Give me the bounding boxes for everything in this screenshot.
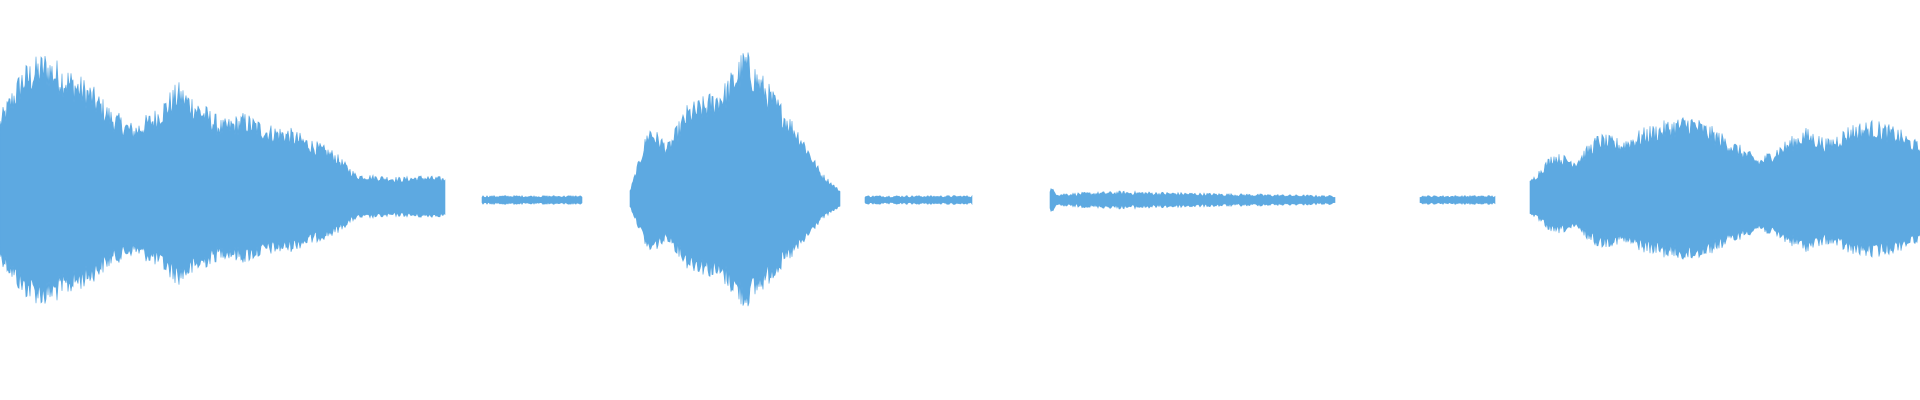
waveform-segment-5 bbox=[1049, 187, 1336, 213]
waveform-segment-7 bbox=[1529, 116, 1920, 260]
waveform-segment-1 bbox=[0, 55, 446, 304]
waveform-segment-3 bbox=[629, 52, 841, 307]
waveform-segment-2 bbox=[481, 194, 583, 206]
waveform-segment-6 bbox=[1419, 195, 1496, 205]
waveform-segments bbox=[0, 52, 1920, 307]
waveform-segment-4 bbox=[864, 194, 973, 206]
